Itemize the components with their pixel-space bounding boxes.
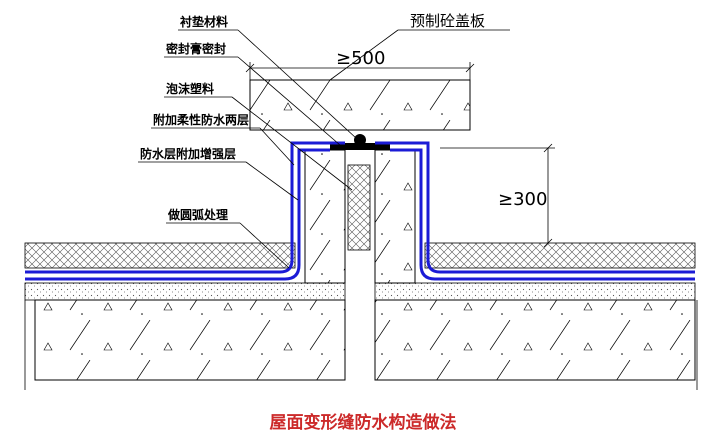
- dimension-cover-width: [245, 62, 475, 80]
- sealant: [330, 143, 390, 150]
- annotation-labels: 衬垫材料 密封膏密封 泡沫塑料 附加柔性防水两层 防水层附加增强层 做圆弧处理: [138, 14, 357, 269]
- label-extra-flexible-layers: 附加柔性防水两层: [153, 112, 249, 127]
- foam-filler: [347, 164, 371, 251]
- label-liner-material: 衬垫材料: [180, 14, 228, 29]
- label-rounded-corner: 做圆弧处理: [167, 207, 228, 222]
- roof-slab-right: [374, 299, 696, 381]
- waterproof-membrane: [25, 141, 695, 281]
- upstand-right: [374, 149, 416, 284]
- label-sealant: 密封膏密封: [166, 41, 226, 56]
- screed-left: [24, 282, 346, 301]
- dimension-cover-width-text: ≥500: [336, 48, 385, 69]
- roof-slab-left: [34, 299, 346, 381]
- precast-cover-slab: [249, 79, 471, 131]
- dimension-upstand-height: [440, 143, 555, 248]
- screed-right: [374, 282, 696, 301]
- upstand-left: [304, 149, 346, 284]
- cover-slab-label: 预制砼盖板: [410, 12, 485, 30]
- label-reinforcement-layer: 防水层附加增强层: [140, 146, 236, 161]
- dimension-upstand-height-text: ≥300: [498, 189, 547, 210]
- liner-rod: [354, 134, 366, 146]
- roof-insulation-left: [24, 242, 296, 269]
- roof-insulation-right: [424, 242, 696, 269]
- cover-slab-leader: [329, 29, 399, 81]
- figure-caption: 屋面变形缝防水构造做法: [270, 412, 457, 433]
- label-foam-plastic: 泡沫塑料: [166, 81, 214, 96]
